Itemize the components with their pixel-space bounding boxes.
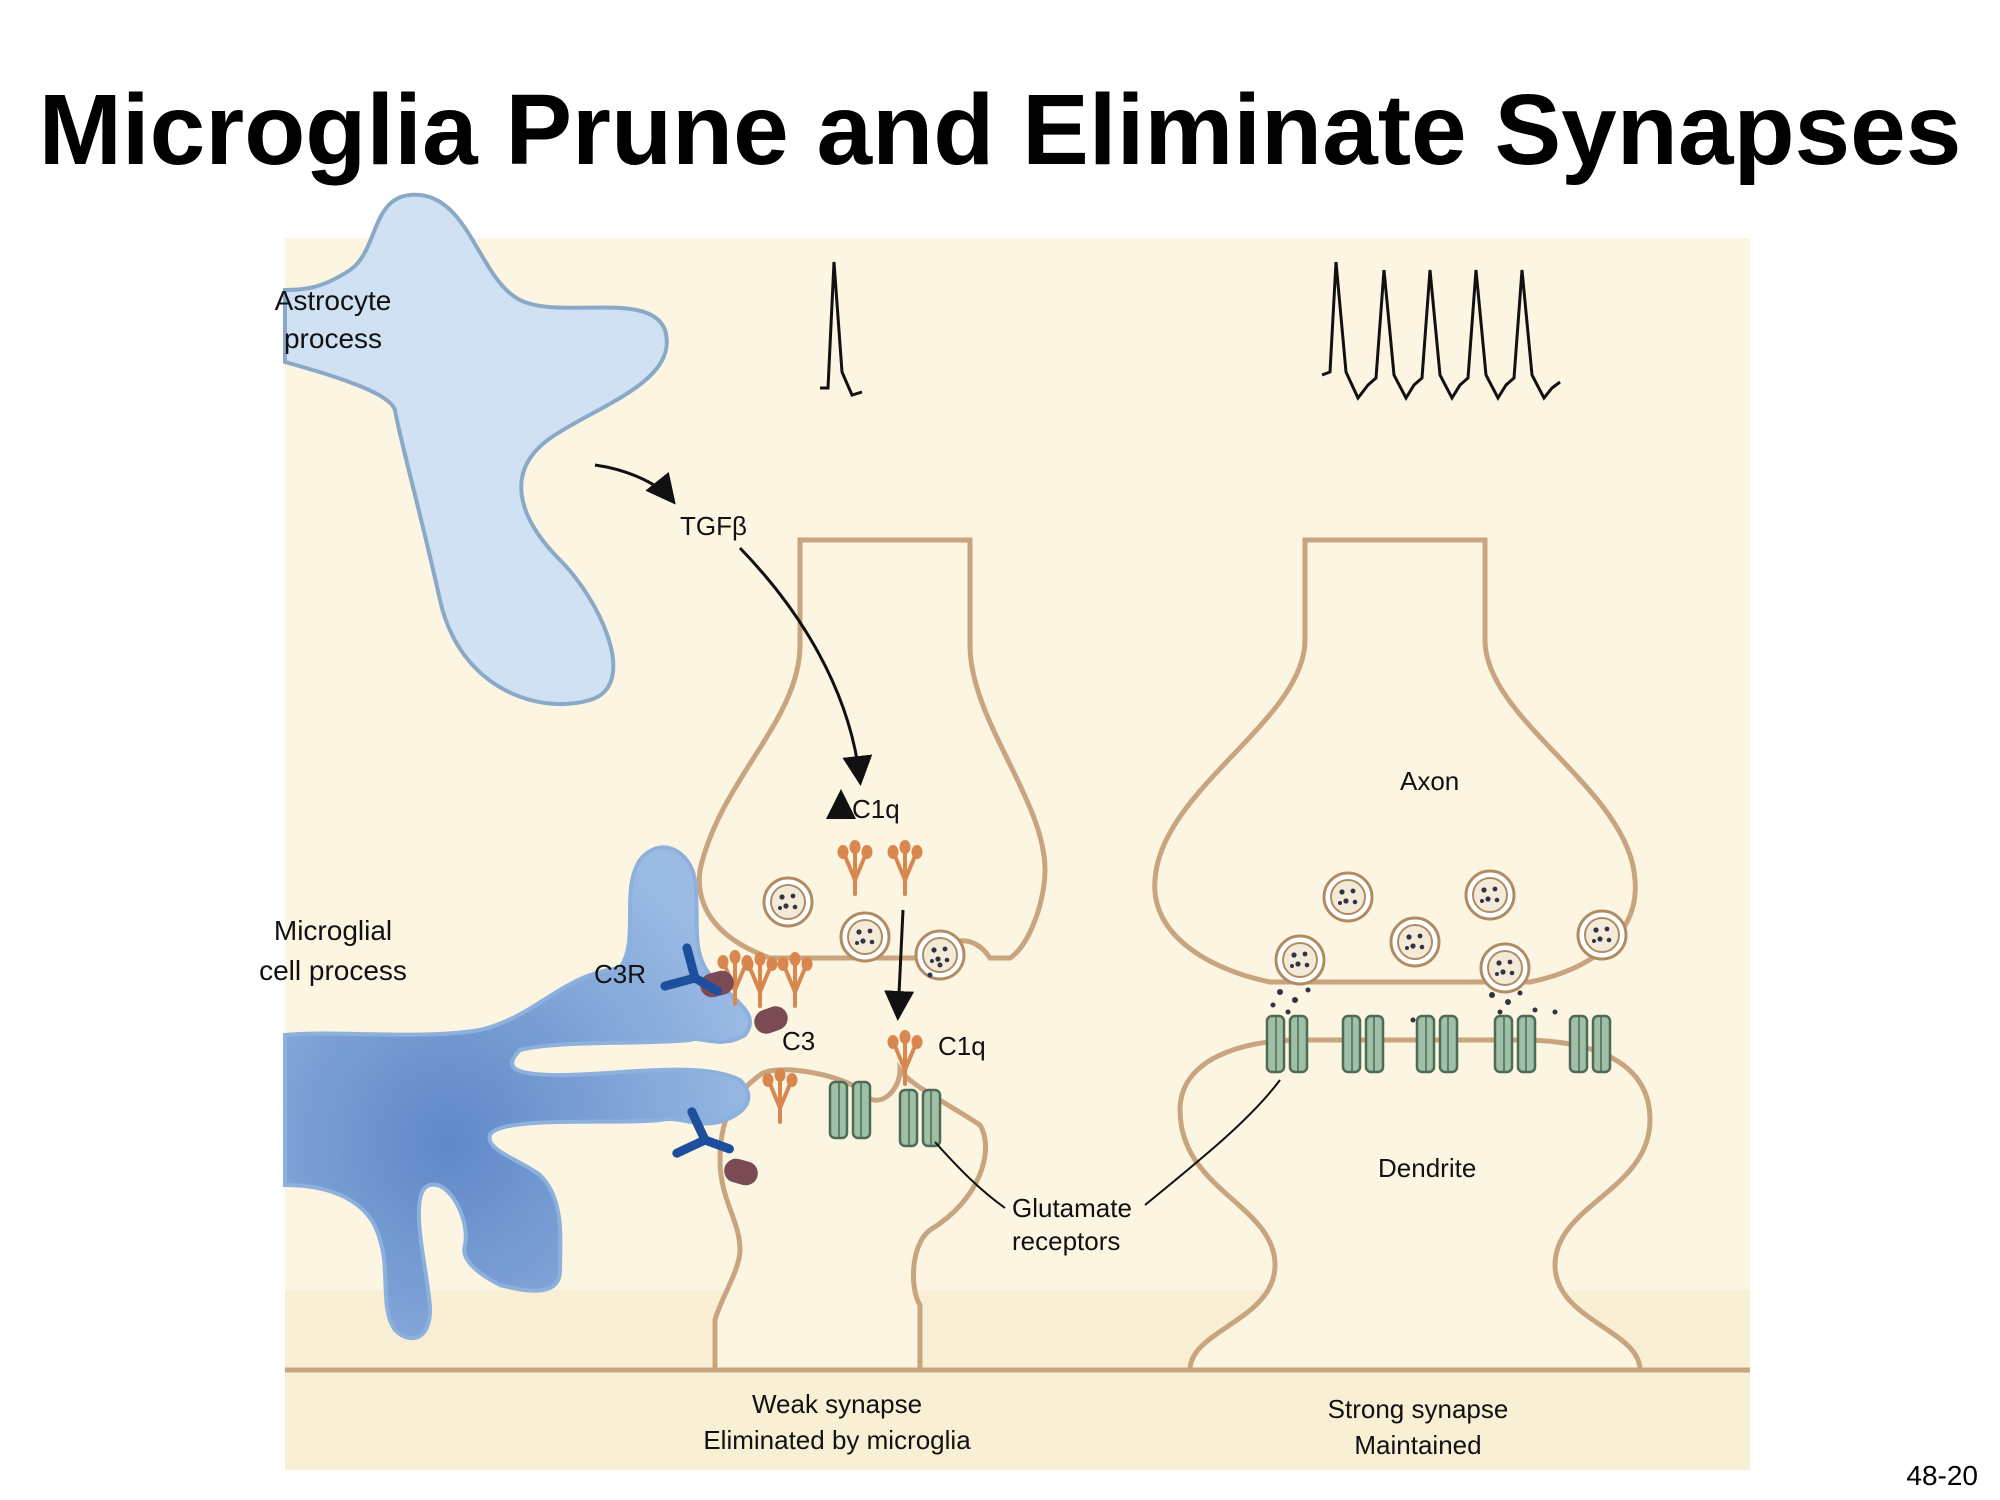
glutamate-label-line2: receptors <box>1012 1226 1120 1256</box>
c3r-label: C3R <box>594 959 646 989</box>
c1q-release-arrow <box>884 909 915 1021</box>
vesicle-weak-2 <box>839 911 891 963</box>
glutamate-label-line1: Glutamate <box>1012 1193 1132 1223</box>
strong-synapse-label-line1: Strong synapse <box>1328 1394 1509 1424</box>
astrocyte-to-tgfb-arrow <box>594 463 676 505</box>
microglial-process <box>283 845 752 1341</box>
neurotransmitter-release <box>927 962 1558 1023</box>
slide-title: Microglia Prune and Eliminate Synapses <box>38 74 1962 186</box>
tgfb-to-c1q-arrow <box>738 546 873 786</box>
c3-label: C3 <box>782 1026 815 1056</box>
microglia-label-line1: Microglial <box>274 915 392 946</box>
tgfb-label: TGFβ <box>680 511 747 541</box>
weak-synapse-label-line2: Eliminated by microglia <box>703 1425 971 1455</box>
astrocyte-process <box>283 192 669 707</box>
vesicle-strong-6 <box>1479 942 1531 994</box>
weak-firing-trace <box>820 261 863 397</box>
vesicle-weak-3 <box>914 929 966 981</box>
weak-synapse-label-line1: Weak synapse <box>752 1389 922 1419</box>
astrocyte-label-line2: process <box>284 323 382 354</box>
slide-number: 48-20 <box>1906 1460 1978 1491</box>
glutamate-leader-right <box>1144 1079 1281 1206</box>
vesicle-strong-5 <box>1274 934 1326 986</box>
vesicle-strong-3 <box>1389 916 1441 968</box>
vesicle-strong-1 <box>1322 871 1374 923</box>
vesicle-strong-4 <box>1576 909 1628 961</box>
glutamate-leader-left <box>934 1141 1006 1209</box>
strong-dendrite <box>1177 1037 1653 1373</box>
microglia-label-line2: cell process <box>259 955 407 986</box>
astrocyte-label-line1: Astrocyte <box>275 285 392 316</box>
c1q-label: C1q <box>938 1031 986 1061</box>
vesicle-strong-2 <box>1464 869 1516 921</box>
strong-synapse-label-line2: Maintained <box>1354 1430 1481 1460</box>
axon-label: Axon <box>1400 766 1459 796</box>
vesicle-weak-1 <box>762 876 814 928</box>
strong-axon-terminal <box>1152 537 1638 985</box>
c1q-increase-label: C1q <box>852 794 900 824</box>
dendrite-label: Dendrite <box>1378 1153 1476 1183</box>
strong-firing-trace <box>1321 261 1561 402</box>
